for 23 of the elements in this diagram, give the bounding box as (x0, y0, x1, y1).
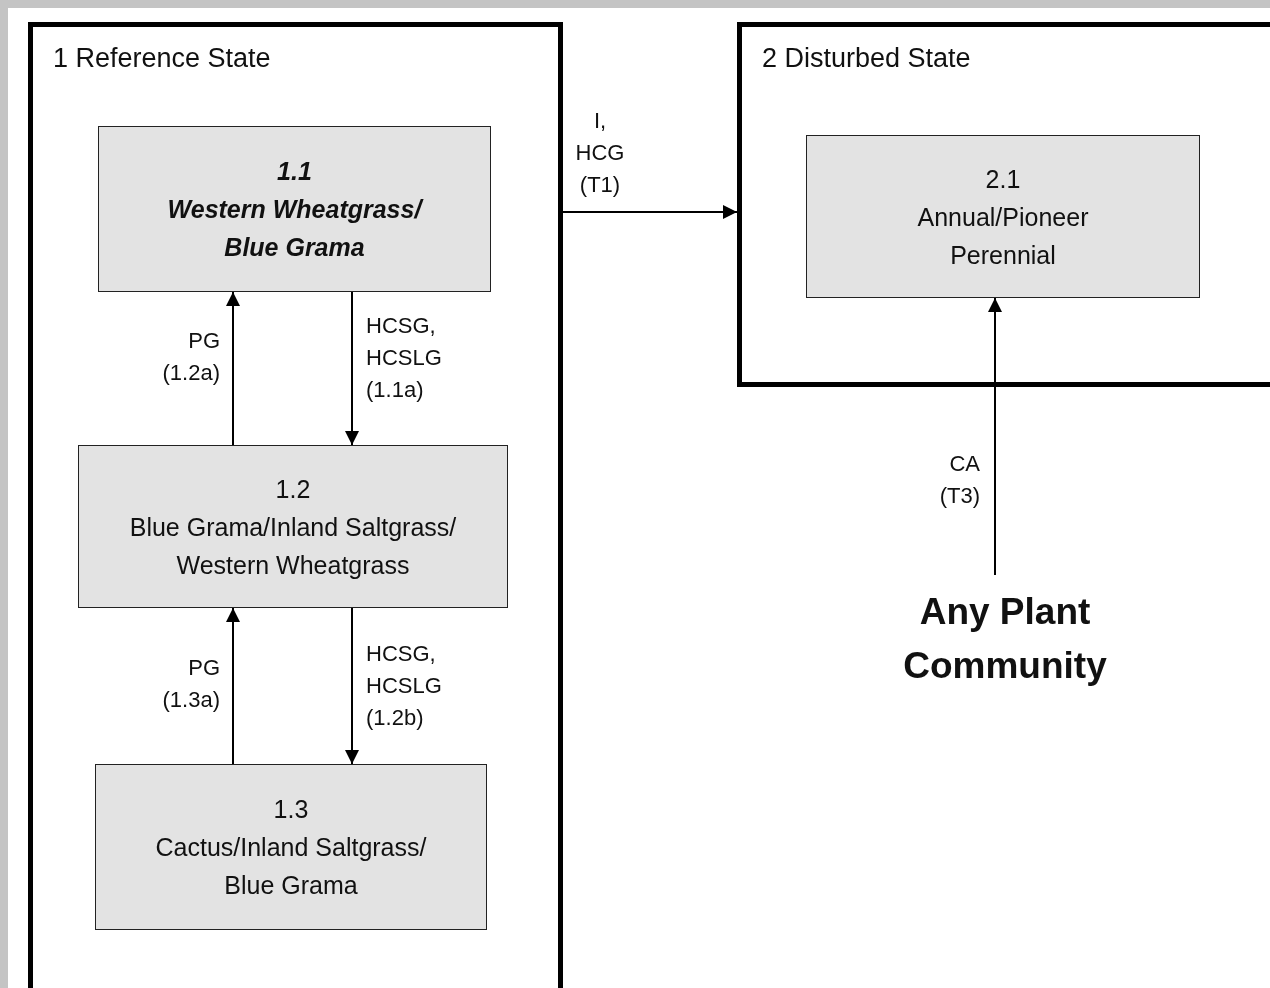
state-box (28, 22, 563, 988)
community-number: 1.1 (277, 156, 312, 187)
state-title: 2 Disturbed State (762, 43, 971, 74)
arrow (226, 607, 240, 765)
source-label: Any Plant Community (902, 590, 1108, 688)
plant-community-box (98, 126, 491, 292)
arrow (988, 297, 1002, 576)
arrow (562, 205, 738, 219)
arrow (345, 607, 359, 765)
community-name: Blue Grama/Inland Saltgrass/ Western Wheatgrass (128, 511, 458, 581)
community-name: Cactus/Inland Saltgrass/ Blue Grama (154, 832, 428, 901)
community-number: 2.1 (985, 163, 1021, 195)
community-name: Annual/Pioneer Perennial (916, 201, 1090, 271)
community-number: 1.3 (273, 794, 309, 825)
plant-community-box (95, 764, 487, 930)
community-number: 1.2 (275, 473, 311, 505)
plant-community-box (78, 445, 508, 608)
state-box (737, 22, 1270, 387)
plant-community-box (806, 135, 1200, 298)
arrow (226, 291, 240, 446)
state-title: 1 Reference State (53, 43, 271, 74)
arrow (345, 291, 359, 446)
community-name: Western Wheatgrass/ Blue Grama (166, 194, 425, 263)
